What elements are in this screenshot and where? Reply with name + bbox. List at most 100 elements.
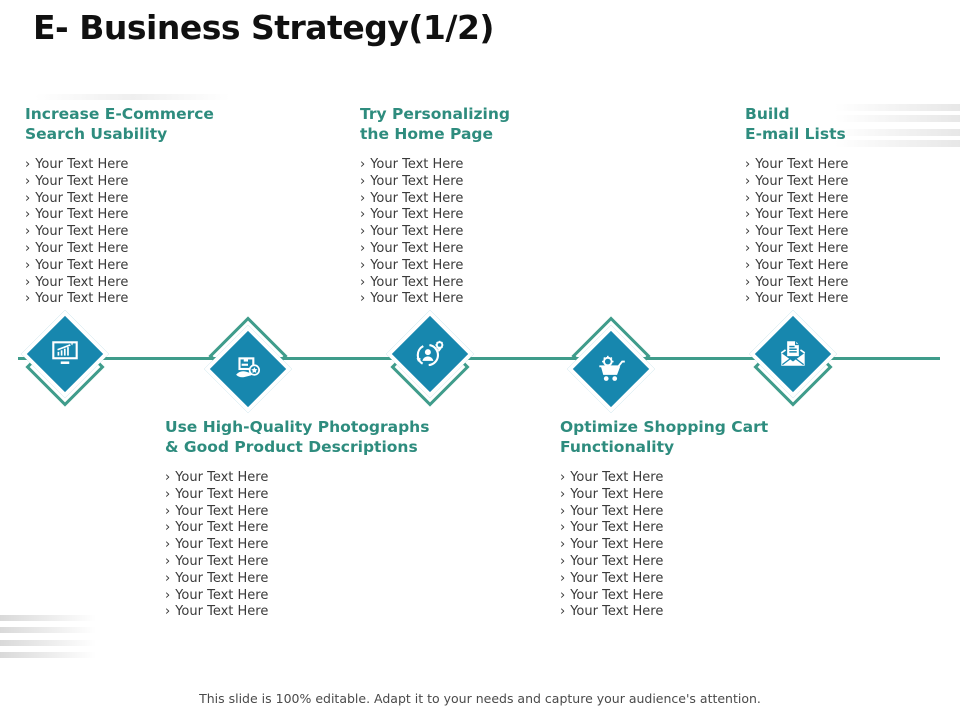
section-heading: Try Personalizing the Home Page <box>360 105 510 143</box>
decorative-stripe <box>0 640 96 646</box>
list-item: ›Your Text Here <box>560 470 664 485</box>
list-item: ›Your Text Here <box>745 240 849 256</box>
bullet-arrow-icon: › <box>25 157 31 172</box>
bullet-arrow-icon: › <box>360 257 366 273</box>
bullet-arrow-icon: › <box>360 274 366 290</box>
section-use-high-quality-photographs: Use High-Quality Photographs & Good Prod… <box>165 417 445 621</box>
list-item: ›Your Text Here <box>560 537 664 553</box>
list-item: ›Your Text Here <box>745 291 849 307</box>
bullet-arrow-icon: › <box>745 257 751 273</box>
bullet-arrow-icon: › <box>560 503 566 519</box>
bar-chart-board-icon <box>47 336 83 372</box>
timeline-node-1 <box>20 309 110 407</box>
list-item: ›Your Text Here <box>165 587 269 603</box>
list-item: ›Your Text Here <box>360 157 464 172</box>
bullet-arrow-icon: › <box>165 570 171 586</box>
list-item: ›Your Text Here <box>745 207 849 223</box>
bullet-arrow-icon: › <box>165 520 171 536</box>
shopping-cart-gear-icon <box>593 351 629 387</box>
bullet-arrow-icon: › <box>745 190 751 206</box>
list-item: ›Your Text Here <box>165 503 269 519</box>
bullet-arrow-icon: › <box>25 257 31 273</box>
decorative-stripe <box>0 627 96 633</box>
bullet-arrow-icon: › <box>360 240 366 256</box>
list-item: ›Your Text Here <box>165 570 269 586</box>
bullet-arrow-icon: › <box>165 553 171 569</box>
bullet-arrow-icon: › <box>560 537 566 553</box>
bullet-arrow-icon: › <box>25 207 31 223</box>
list-item: ›Your Text Here <box>560 587 664 603</box>
bullet-arrow-icon: › <box>25 190 31 206</box>
bullet-arrow-icon: › <box>560 587 566 603</box>
list-item: ›Your Text Here <box>745 274 849 290</box>
decorative-stripe <box>0 652 96 658</box>
list-item: ›Your Text Here <box>25 207 129 223</box>
bullet-arrow-icon: › <box>165 604 171 620</box>
list-item: ›Your Text Here <box>25 173 129 189</box>
decorative-stripe <box>835 104 960 111</box>
list-item: ›Your Text Here <box>165 537 269 553</box>
list-item: ›Your Text Here <box>165 520 269 536</box>
list-item: ›Your Text Here <box>165 486 269 502</box>
list-item: ›Your Text Here <box>560 503 664 519</box>
bullet-arrow-icon: › <box>25 291 31 307</box>
list-item: ›Your Text Here <box>25 190 129 206</box>
list-item: ›Your Text Here <box>745 224 849 240</box>
list-item: ›Your Text Here <box>165 604 269 620</box>
decorative-stripe <box>35 94 230 100</box>
bullet-arrow-icon: › <box>360 224 366 240</box>
bullet-list: ›Your Text Here›Your Text Here›Your Text… <box>560 470 820 621</box>
product-in-hand-icon <box>230 351 266 387</box>
bullet-arrow-icon: › <box>745 207 751 223</box>
bullet-arrow-icon: › <box>745 291 751 307</box>
bullet-list: ›Your Text Here›Your Text Here›Your Text… <box>745 157 955 308</box>
timeline-node-5 <box>748 309 838 407</box>
list-item: ›Your Text Here <box>360 224 464 240</box>
section-build-email-lists: Build E-mail Lists ›Your Text Here›Your … <box>745 104 955 308</box>
bullet-arrow-icon: › <box>560 470 566 485</box>
list-item: ›Your Text Here <box>25 291 129 307</box>
list-item: ›Your Text Here <box>165 470 269 485</box>
list-item: ›Your Text Here <box>25 274 129 290</box>
decorative-stripe <box>0 615 96 621</box>
bullet-arrow-icon: › <box>165 503 171 519</box>
section-increase-ecommerce-search-usability: Increase E-Commerce Search Usability ›Yo… <box>25 104 275 308</box>
list-item: ›Your Text Here <box>165 553 269 569</box>
list-item: ›Your Text Here <box>745 157 849 172</box>
list-item: ›Your Text Here <box>745 190 849 206</box>
bullet-arrow-icon: › <box>360 207 366 223</box>
bullet-list: ›Your Text Here›Your Text Here›Your Text… <box>165 470 445 621</box>
section-heading: Build E-mail Lists <box>745 105 846 143</box>
section-heading: Optimize Shopping Cart Functionality <box>560 418 769 456</box>
bullet-arrow-icon: › <box>165 470 171 485</box>
list-item: ›Your Text Here <box>745 257 849 273</box>
bullet-arrow-icon: › <box>560 486 566 502</box>
bullet-arrow-icon: › <box>360 173 366 189</box>
section-try-personalizing-home-page: Try Personalizing the Home Page ›Your Te… <box>360 104 610 308</box>
timeline-node-3 <box>385 309 475 407</box>
list-item: ›Your Text Here <box>560 520 664 536</box>
list-item: ›Your Text Here <box>360 173 464 189</box>
bullet-arrow-icon: › <box>25 274 31 290</box>
open-email-icon <box>775 336 811 372</box>
timeline-line <box>18 357 940 360</box>
bullet-arrow-icon: › <box>560 604 566 620</box>
bullet-arrow-icon: › <box>25 240 31 256</box>
bullet-arrow-icon: › <box>745 173 751 189</box>
decorative-stripe <box>835 140 960 147</box>
decorative-stripe <box>835 115 960 122</box>
bullet-arrow-icon: › <box>360 190 366 206</box>
list-item: ›Your Text Here <box>560 553 664 569</box>
bullet-arrow-icon: › <box>745 274 751 290</box>
bullet-arrow-icon: › <box>745 240 751 256</box>
list-item: ›Your Text Here <box>360 240 464 256</box>
list-item: ›Your Text Here <box>25 157 129 172</box>
bullet-arrow-icon: › <box>25 224 31 240</box>
list-item: ›Your Text Here <box>360 291 464 307</box>
bullet-arrow-icon: › <box>165 587 171 603</box>
bullet-arrow-icon: › <box>745 157 751 172</box>
list-item: ›Your Text Here <box>360 274 464 290</box>
decorative-stripe <box>835 129 960 136</box>
section-optimize-shopping-cart-functionality: Optimize Shopping Cart Functionality ›Yo… <box>560 417 820 621</box>
